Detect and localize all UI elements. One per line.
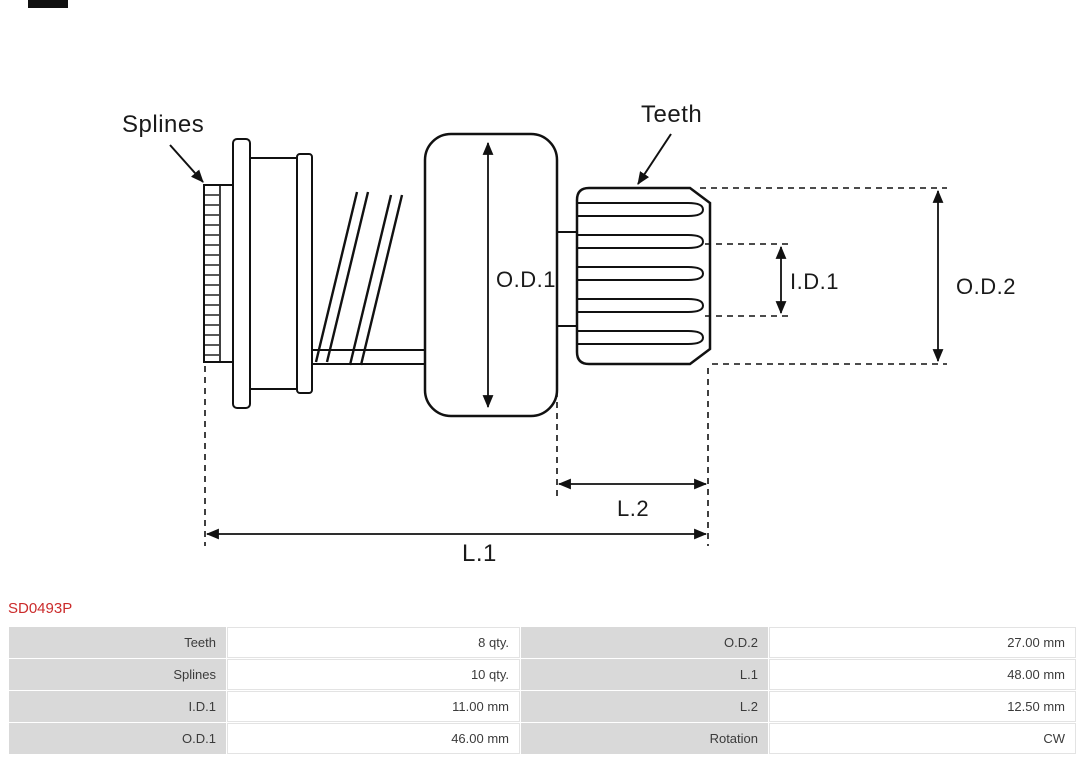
spec-label-cell: L.1: [521, 659, 768, 690]
part-number: SD0493P: [8, 600, 73, 617]
spec-value-cell: 27.00 mm: [769, 627, 1076, 658]
spec-row: I.D.1 11.00 mm L.2 12.50 mm: [9, 691, 1076, 722]
l2-label: L.2: [617, 496, 649, 521]
spec-value-cell: 10 qty.: [227, 659, 520, 690]
spec-label-cell: Rotation: [521, 723, 768, 754]
l1-label: L.1: [462, 540, 497, 567]
spec-label-cell: O.D.1: [9, 723, 226, 754]
spec-label-cell: I.D.1: [9, 691, 226, 722]
extension-lines: [204, 187, 947, 546]
spec-row: Teeth 8 qty. O.D.2 27.00 mm: [9, 627, 1076, 658]
neck: [557, 231, 577, 327]
spec-label-cell: O.D.2: [521, 627, 768, 658]
pinion-teeth: [577, 202, 705, 345]
od1-label: O.D.1: [496, 267, 556, 292]
spec-value-cell: 8 qty.: [227, 627, 520, 658]
spec-label-cell: Teeth: [9, 627, 226, 658]
pinion-gear: [575, 186, 712, 366]
return-spring: [314, 191, 404, 366]
teeth-arrow: [637, 133, 672, 185]
teeth-label: Teeth: [641, 101, 702, 128]
spec-label-cell: L.2: [521, 691, 768, 722]
spline-shaft: [203, 184, 234, 363]
spec-value-cell: 46.00 mm: [227, 723, 520, 754]
od2-label: O.D.2: [956, 274, 1016, 299]
splines-arrow: [169, 144, 204, 183]
id1-label: I.D.1: [790, 269, 839, 294]
drive-flanges: [232, 138, 313, 409]
spec-value-cell: 48.00 mm: [769, 659, 1076, 690]
spec-row: Splines 10 qty. L.1 48.00 mm: [9, 659, 1076, 690]
spec-value-cell: 11.00 mm: [227, 691, 520, 722]
spec-label-cell: Splines: [9, 659, 226, 690]
spec-row: O.D.1 46.00 mm Rotation CW: [9, 723, 1076, 754]
spec-table: Teeth 8 qty. O.D.2 27.00 mm Splines 10 q…: [8, 626, 1077, 755]
splines-label: Splines: [122, 111, 204, 138]
spec-value-cell: CW: [769, 723, 1076, 754]
top-left-mark: [28, 0, 68, 8]
technical-drawing: O.D.1 O.D.2 I.D.1: [122, 101, 1016, 567]
spec-value-cell: 12.50 mm: [769, 691, 1076, 722]
